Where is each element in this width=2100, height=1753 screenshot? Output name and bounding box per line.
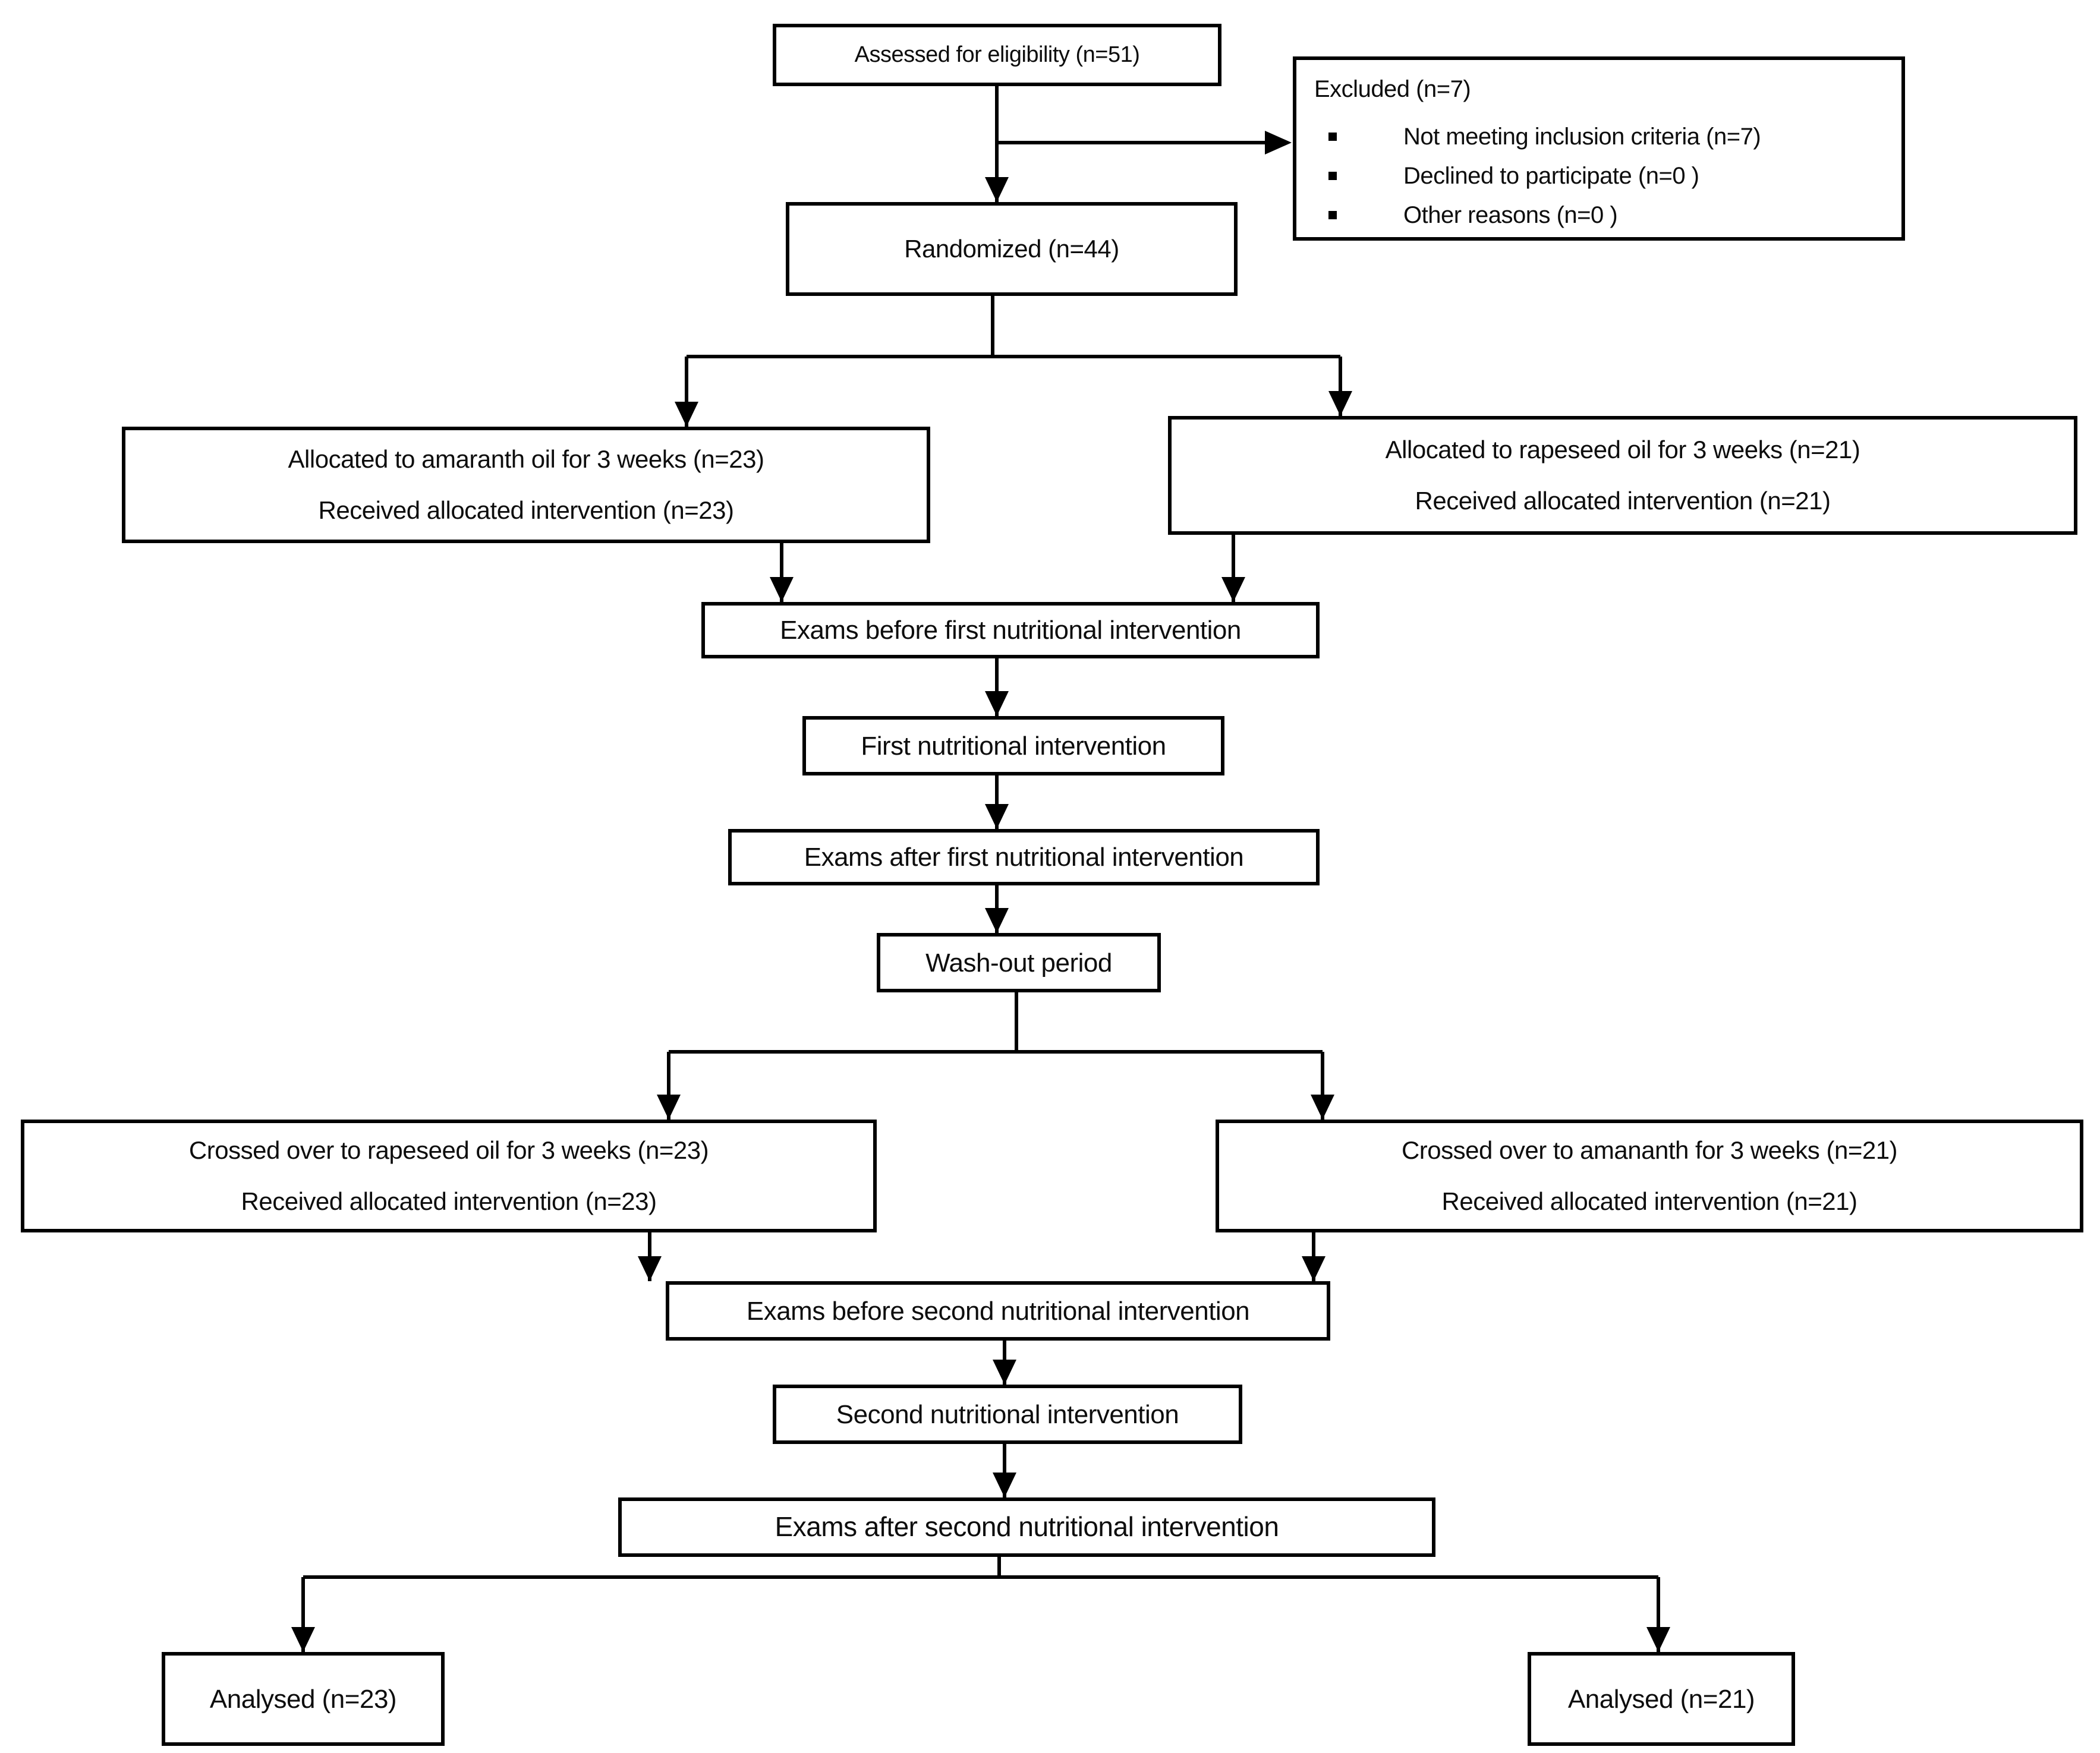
box-washout-period: Wash-out period [877, 933, 1161, 992]
allocated-rapeseed-line1: Allocated to rapeseed oil for 3 weeks (n… [1385, 436, 1860, 464]
bullet-icon [1328, 133, 1337, 141]
box-allocated-amaranth: Allocated to amaranth oil for 3 weeks (n… [122, 427, 930, 543]
analysed-left-label: Analysed (n=23) [209, 1684, 397, 1714]
allocated-rapeseed-line2: Received allocated intervention (n=21) [1415, 487, 1831, 515]
crossed-rapeseed-line1: Crossed over to rapeseed oil for 3 weeks… [188, 1136, 709, 1164]
exams-after-second-label: Exams after second nutritional intervent… [774, 1511, 1279, 1543]
box-assessed-for-eligibility: Assessed for eligibility (n=51) [773, 24, 1221, 86]
connector-exams4-split [997, 1557, 1001, 1577]
arrow-down-icon [1311, 1095, 1334, 1120]
box-exams-before-second: Exams before second nutritional interven… [666, 1281, 1330, 1341]
connector-second-exams4 [1003, 1444, 1006, 1497]
exams-before-second-label: Exams before second nutritional interven… [746, 1296, 1250, 1326]
connector-split-analysed-left [301, 1577, 305, 1652]
connector-split-amaranth [685, 357, 688, 427]
arrow-down-icon [985, 804, 1009, 829]
connector-split-crossed-left [667, 1052, 670, 1120]
box-exams-after-first: Exams after first nutritional interventi… [728, 829, 1320, 885]
analysed-right-label: Analysed (n=21) [1567, 1684, 1755, 1714]
excluded-item-text: Declined to participate (n=0 ) [1403, 163, 1699, 189]
box-excluded: Excluded (n=7) Not meeting inclusion cri… [1293, 56, 1905, 241]
connector-assessed-excluded [997, 141, 1267, 144]
arrow-down-icon [993, 1473, 1016, 1497]
connector-washout-branch [669, 1050, 1323, 1054]
crossed-rapeseed-line2: Received allocated intervention (n=23) [241, 1187, 657, 1215]
box-randomized-label: Randomized (n=44) [904, 234, 1119, 263]
arrow-down-icon [291, 1627, 315, 1652]
crossed-amaranth-line1: Crossed over to amananth for 3 weeks (n=… [1401, 1136, 1898, 1164]
connector-rapeseed-exams1 [1232, 535, 1235, 602]
arrow-down-icon [675, 402, 698, 427]
connector-exams1-first [995, 658, 999, 716]
box-first-intervention: First nutritional intervention [802, 716, 1224, 775]
connector-split-analysed-right [1657, 1577, 1660, 1652]
box-analysed-left: Analysed (n=23) [162, 1652, 445, 1746]
arrow-down-icon [985, 177, 1009, 202]
crossed-amaranth-line2: Received allocated intervention (n=21) [1441, 1187, 1857, 1215]
arrow-down-icon [993, 1360, 1016, 1385]
arrow-down-icon [1646, 1627, 1670, 1652]
arrow-down-icon [1302, 1256, 1326, 1281]
box-second-intervention: Second nutritional intervention [773, 1385, 1242, 1444]
connector-washout-split [1015, 992, 1018, 1052]
allocated-amaranth-line2: Received allocated intervention (n=23) [318, 496, 734, 524]
exams-after-first-label: Exams after first nutritional interventi… [804, 843, 1244, 872]
box-allocated-rapeseed: Allocated to rapeseed oil for 3 weeks (n… [1168, 416, 2077, 535]
connector-split-crossed-right [1321, 1052, 1324, 1120]
arrow-down-icon [657, 1095, 681, 1120]
box-randomized: Randomized (n=44) [786, 202, 1238, 296]
excluded-title: Excluded (n=7) [1314, 76, 1471, 102]
arrow-down-icon [1328, 391, 1352, 416]
first-intervention-label: First nutritional intervention [861, 731, 1166, 761]
allocated-amaranth-line1: Allocated to amaranth oil for 3 weeks (n… [288, 445, 764, 473]
box-analysed-right: Analysed (n=21) [1528, 1652, 1795, 1746]
arrow-right-icon [1265, 131, 1292, 155]
excluded-item-text: Other reasons (n=0 ) [1403, 202, 1618, 228]
arrow-down-icon [770, 577, 794, 602]
excluded-item-row: Declined to participate (n=0 ) [1314, 161, 1699, 191]
bullet-icon [1328, 211, 1337, 219]
excluded-item-row: Not meeting inclusion criteria (n=7) [1314, 122, 1761, 152]
box-crossed-rapeseed: Crossed over to rapeseed oil for 3 weeks… [21, 1120, 877, 1232]
arrow-down-icon [985, 691, 1009, 716]
washout-label: Wash-out period [925, 948, 1112, 978]
arrow-down-icon [985, 908, 1009, 933]
exams-before-first-label: Exams before first nutritional intervent… [780, 616, 1241, 645]
arrow-down-icon [1221, 577, 1245, 602]
excluded-item-text: Not meeting inclusion criteria (n=7) [1403, 124, 1761, 150]
box-crossed-amaranth: Crossed over to amananth for 3 weeks (n=… [1216, 1120, 2083, 1232]
second-intervention-label: Second nutritional intervention [836, 1399, 1179, 1429]
connector-first-exams2 [995, 775, 999, 829]
connector-analysed-branch [303, 1575, 1658, 1579]
excluded-item-row: Other reasons (n=0 ) [1314, 200, 1618, 230]
arrow-down-icon [638, 1256, 662, 1281]
connector-randomized-split [991, 296, 994, 357]
connector-split-rapeseed [1339, 357, 1342, 416]
box-assessed-label: Assessed for eligibility (n=51) [854, 42, 1140, 67]
bullet-icon [1328, 172, 1337, 180]
connector-amaranth-exams1 [780, 543, 783, 602]
box-exams-before-first: Exams before first nutritional intervent… [701, 602, 1320, 658]
box-exams-after-second: Exams after second nutritional intervent… [618, 1497, 1435, 1557]
connector-randomized-branch [687, 355, 1340, 358]
